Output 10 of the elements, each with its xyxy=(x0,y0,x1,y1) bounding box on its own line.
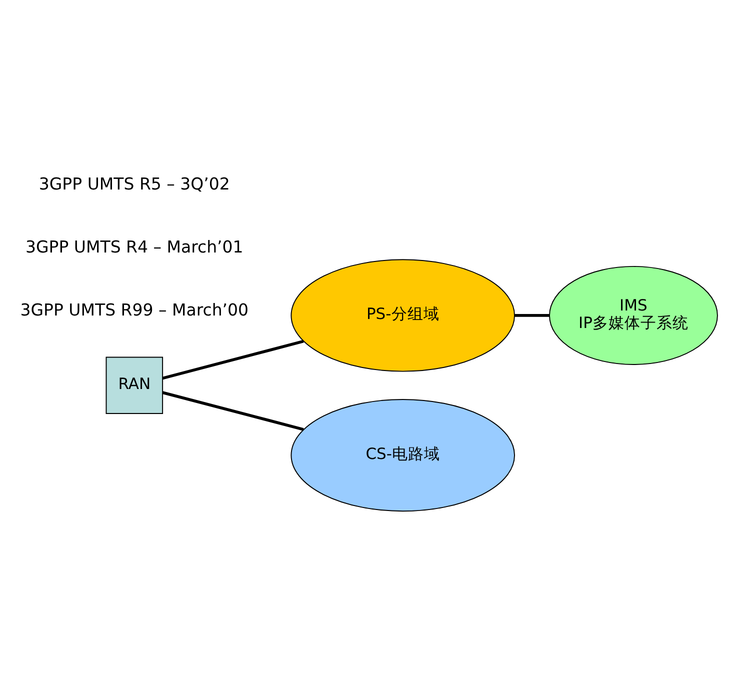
connector xyxy=(162,339,304,380)
connector xyxy=(162,390,304,430)
label: 3GPP UMTS R4 – March’01 xyxy=(26,236,244,256)
node-ellipse: CS-电路域 xyxy=(290,398,515,512)
label: 3GPP UMTS R5 – 3Q’02 xyxy=(38,174,230,193)
node-box: RAN xyxy=(106,356,164,414)
node-ellipse: PS-分组域 xyxy=(290,258,515,372)
label: 3GPP UMTS R99 – March’00 xyxy=(20,300,249,320)
node-ellipse: IMS IP多媒体子系统 xyxy=(549,265,718,364)
connector xyxy=(514,314,550,316)
